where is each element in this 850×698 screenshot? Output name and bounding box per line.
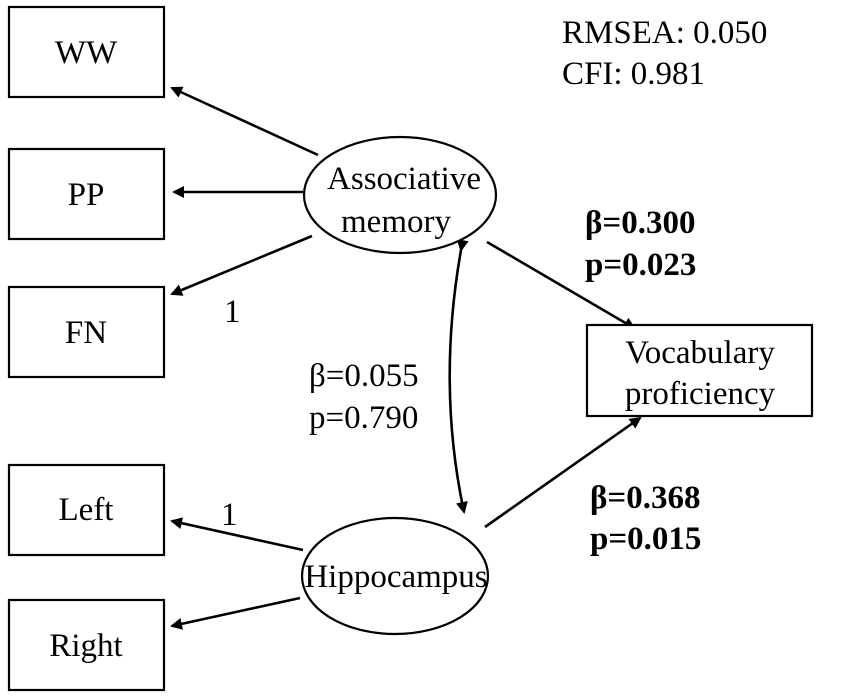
loading-arrow-ww (170, 86, 319, 157)
indicator-box-left (7, 463, 166, 557)
fit-cfi: CFI: 0.981 (562, 56, 705, 92)
outcome-box-vocabulary-proficiency (585, 323, 814, 418)
loading-arrow-left (170, 517, 304, 552)
path-arrow-memory-to-vocab (486, 240, 636, 330)
latent-label-associative-memory-line1: Associative (327, 161, 481, 197)
loading-label-left: 1 (221, 497, 238, 533)
path-beta-memory-to-vocab: β=0.300 (585, 205, 695, 241)
path-beta-hippocampus-to-vocab: β=0.368 (590, 480, 700, 516)
outcome-label-line1: Vocabulary (625, 335, 775, 371)
fit-rmsea: RMSEA: 0.050 (562, 15, 767, 51)
path-p-hippocampus-to-vocab: p=0.015 (590, 521, 701, 557)
indicator-label-pp: PP (68, 177, 105, 213)
outcome-label-line2: proficiency (625, 376, 776, 412)
latent-label-hippocampus: Hippocampus (304, 559, 487, 595)
indicator-label-fn: FN (65, 315, 107, 351)
path-p-memory-to-vocab: p=0.023 (585, 247, 696, 283)
indicator-box-pp (7, 147, 166, 241)
indicator-box-ww (7, 5, 166, 99)
latent-hippocampus (300, 516, 490, 636)
indicator-box-fn (7, 285, 166, 379)
covariance-p: p=0.790 (309, 400, 418, 436)
latent-label-associative-memory-line2: memory (341, 204, 451, 240)
covariance-beta: β=0.055 (309, 358, 419, 394)
path-arrow-hippocampus-to-vocab (484, 416, 642, 529)
indicator-label-right: Right (49, 628, 122, 664)
indicator-label-ww: WW (55, 35, 118, 71)
loading-arrow-right (170, 596, 301, 630)
latent-associative-memory (302, 135, 498, 255)
indicator-box-right (7, 598, 166, 692)
loading-label-fn: 1 (224, 294, 241, 330)
covariance-double-arrow (448, 239, 469, 514)
indicator-label-left: Left (59, 492, 114, 528)
loading-arrow-fn (170, 234, 313, 296)
